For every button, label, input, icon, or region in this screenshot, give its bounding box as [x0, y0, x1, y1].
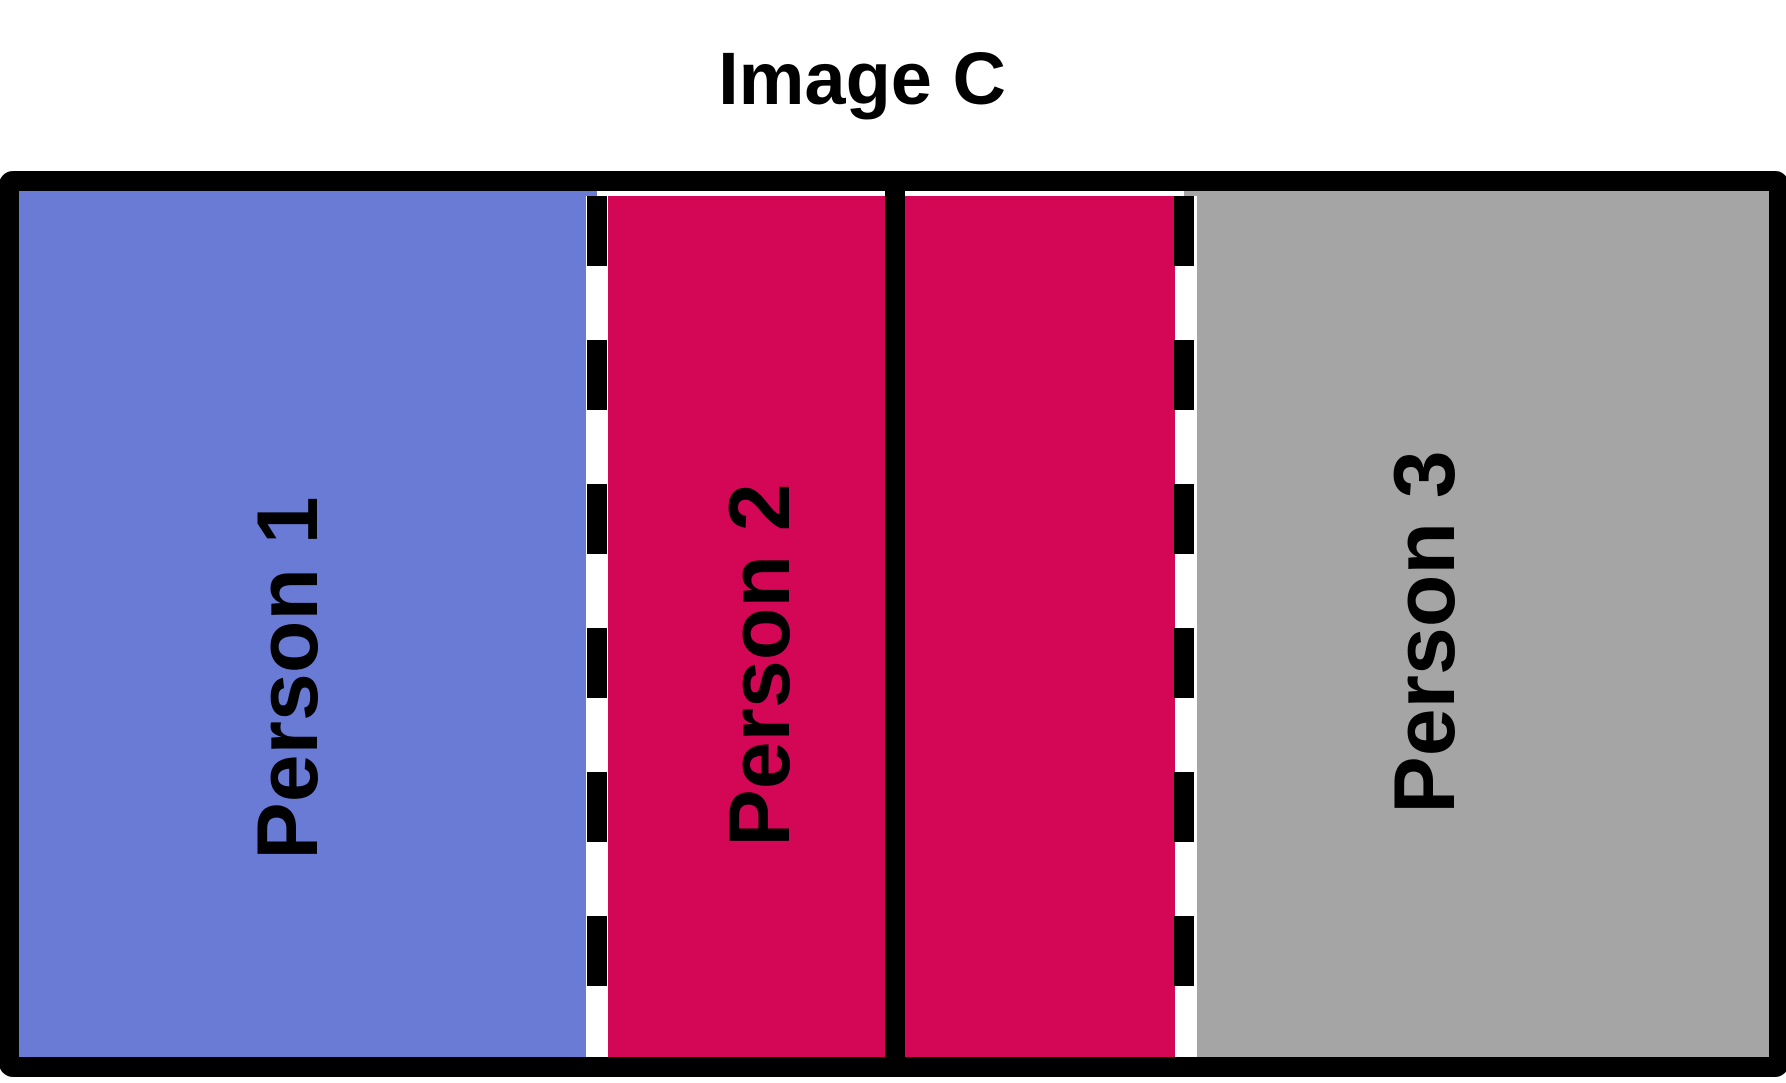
label-person-3: Person 3: [1377, 450, 1473, 813]
region-person-2: [597, 196, 895, 1060]
region-person-1: [15, 190, 597, 1060]
diagram-title: Image C: [718, 37, 1006, 120]
label-person-2: Person 2: [712, 483, 808, 846]
region-person-3: [1184, 190, 1773, 1060]
outer-frame: [0, 171, 1786, 1077]
label-person-1: Person 1: [240, 496, 336, 859]
region-person-2-extension: [895, 196, 1184, 1060]
